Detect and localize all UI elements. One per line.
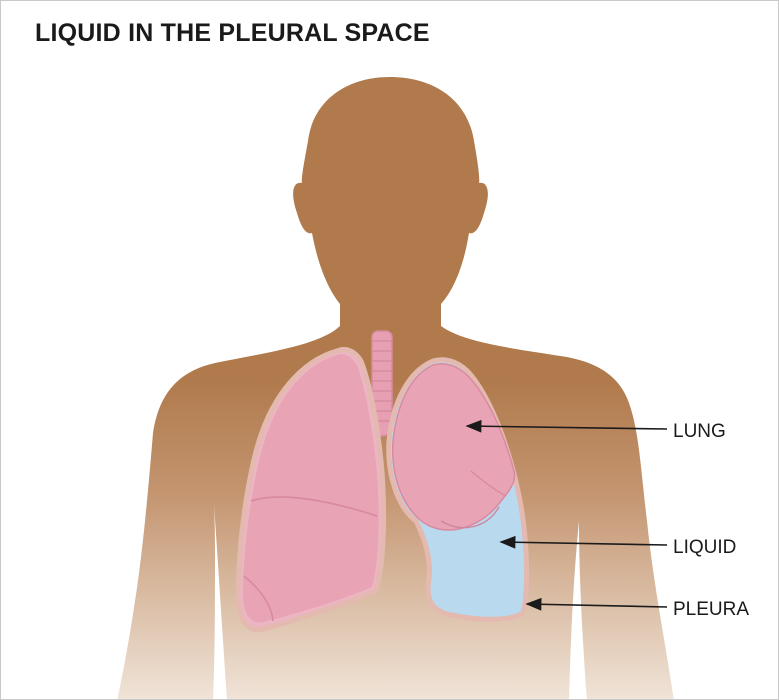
liquid-label: LIQUID [673, 537, 736, 558]
pleura-label: PLEURA [673, 599, 749, 620]
body-silhouette [117, 77, 674, 700]
lung-label: LUNG [673, 421, 726, 442]
